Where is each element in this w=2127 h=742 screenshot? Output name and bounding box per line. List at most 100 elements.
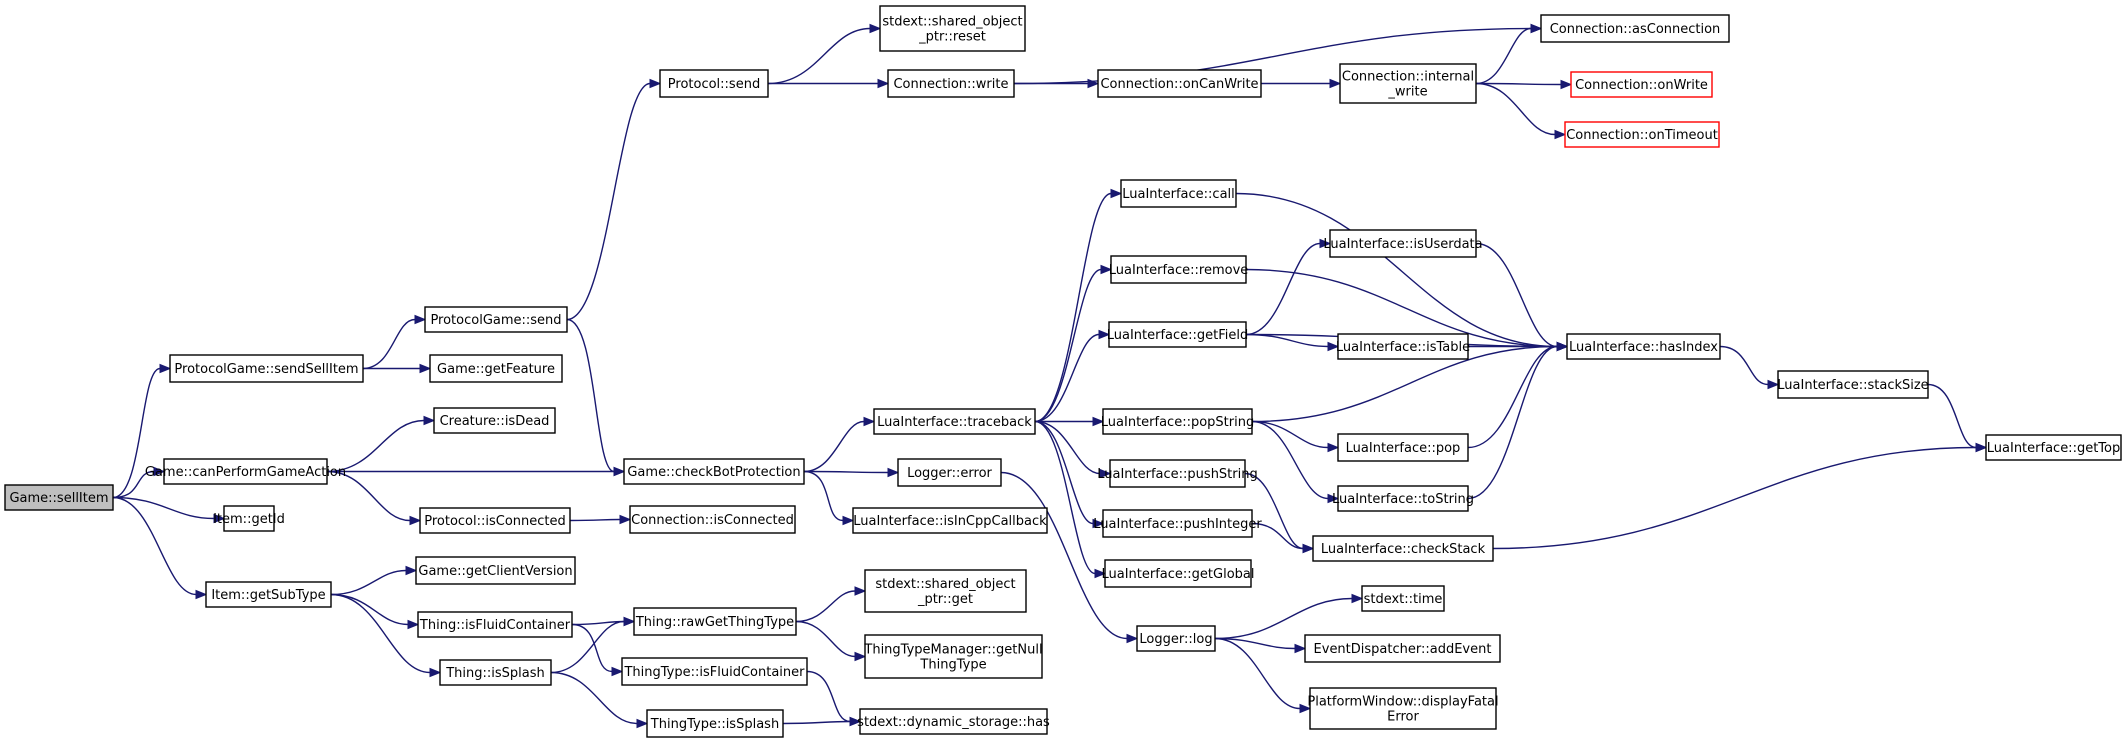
function-node[interactable]: LuaInterface::getTop (1985, 434, 2122, 461)
call-edge (1034, 420, 1107, 579)
node-label: LuaInterface::getTop (1987, 441, 2120, 456)
node-label: stdext::time (1364, 592, 1443, 607)
arrowhead (1560, 79, 1573, 90)
function-node[interactable]: LuaInterface::isUserdata (1323, 229, 1483, 258)
function-node[interactable]: Thing::rawGetThingType (633, 607, 797, 636)
function-node[interactable]: Connection::onTimeout (1564, 121, 1720, 148)
function-node[interactable]: stdext::time (1361, 585, 1445, 612)
function-node[interactable]: LuaInterface::pushString (1097, 459, 1258, 488)
arrowhead (419, 363, 432, 374)
call-edge (1261, 78, 1342, 89)
function-node[interactable]: stdext::shared_object_ptr::get (864, 569, 1027, 613)
call-edge (1475, 242, 1569, 352)
function-node[interactable]: Game::canPerformGameAction (145, 458, 346, 485)
function-node[interactable]: Connection::isConnected (629, 505, 796, 534)
function-node[interactable]: Connection::asConnection (1540, 14, 1730, 43)
node-box (1329, 229, 1477, 258)
function-node[interactable]: stdext::dynamic_storage::has (857, 708, 1050, 735)
call-edge (1251, 420, 1340, 504)
function-node[interactable]: Thing::isSplash (439, 659, 552, 686)
call-edge (566, 78, 662, 321)
edge-line (1214, 637, 1296, 650)
function-node[interactable]: LuaInterface::isTable (1336, 333, 1470, 360)
arrowhead (619, 514, 632, 525)
function-node[interactable]: Thing::isFluidContainer (417, 611, 573, 638)
function-node[interactable]: LuaInterface::remove (1109, 255, 1249, 284)
function-node[interactable]: Connection::onCanWrite (1097, 69, 1262, 98)
function-node[interactable]: Protocol::isConnected (419, 507, 571, 534)
edge-line (1467, 345, 1558, 500)
function-node[interactable]: Protocol::send (659, 69, 769, 98)
function-node[interactable]: ProtocolGame::sendSellItem (169, 354, 364, 383)
edge-line (112, 367, 161, 499)
function-node[interactable]: ProtocolGame::send (424, 306, 568, 333)
function-node[interactable]: LuaInterface::toString (1332, 485, 1474, 512)
node-label: LuaInterface::getField (1107, 328, 1249, 343)
edges (112, 23, 1988, 729)
function-node[interactable]: Game::getFeature (429, 354, 563, 383)
arrowhead (877, 78, 890, 89)
edge-line (803, 470, 889, 474)
arrowhead (405, 565, 418, 576)
function-node[interactable]: Creature::isDead (433, 407, 556, 434)
arrowhead (1767, 379, 1780, 390)
function-node[interactable]: Connection::onWrite (1570, 71, 1713, 98)
function-node[interactable]: Game::sellItem (4, 484, 114, 511)
function-node[interactable]: Game::checkBotProtection (623, 458, 805, 485)
function-node[interactable]: LuaInterface::getField (1107, 321, 1249, 348)
function-node[interactable]: LuaInterface::getGlobal (1102, 559, 1255, 588)
edge-line (330, 593, 431, 674)
node-box (623, 458, 805, 485)
edge-line (330, 593, 409, 626)
arrowhead (423, 415, 436, 426)
call-edge (1492, 442, 1988, 550)
edge-line (550, 620, 625, 674)
function-node[interactable]: EventDispatcher::addEvent (1304, 634, 1501, 663)
function-node[interactable]: LuaInterface::traceback (873, 408, 1036, 435)
function-node[interactable]: LuaInterface::pop (1337, 433, 1469, 462)
edge-line (566, 318, 615, 473)
function-node[interactable]: LuaInterface::stackSize (1777, 370, 1929, 399)
node-box (1110, 255, 1247, 284)
function-node[interactable]: Connection::write (887, 69, 1015, 98)
arrowhead (869, 23, 882, 34)
function-node[interactable]: Item::getSubType (205, 581, 332, 608)
arrowhead (613, 466, 626, 477)
node-label: stdext::shared_object (875, 577, 1015, 592)
call-edge (1034, 188, 1123, 423)
call-edge (330, 565, 418, 596)
call-edge (1000, 471, 1139, 644)
call-edge (566, 318, 626, 477)
function-node[interactable]: Item::getId (213, 505, 285, 532)
function-node[interactable]: LuaInterface::isInCppCallback (852, 507, 1048, 534)
edge-line (1251, 420, 1329, 449)
node-box (1985, 434, 2122, 461)
function-node[interactable]: LuaInterface::checkStack (1312, 535, 1494, 562)
arrowhead (1327, 442, 1340, 453)
function-node[interactable]: Game::getClientVersion (415, 556, 576, 585)
function-node[interactable]: ThingType::isFluidContainer (621, 657, 808, 686)
function-node[interactable]: LuaInterface::call (1120, 179, 1237, 208)
function-node[interactable]: LuaInterface::hasIndex (1566, 333, 1721, 360)
function-node[interactable]: Logger::log (1136, 625, 1216, 652)
call-edge (1475, 79, 1573, 90)
edge-line (1492, 446, 1977, 550)
call-edge (112, 496, 208, 600)
function-node[interactable]: ThingType::isSplash (646, 709, 784, 738)
function-node[interactable]: Logger::error (897, 458, 1002, 487)
function-node[interactable]: LuaInterface::pushInteger (1093, 509, 1262, 538)
edge-line (571, 623, 613, 673)
node-label: LuaInterface::checkStack (1321, 542, 1486, 557)
node-box (1120, 179, 1237, 208)
node-box (859, 708, 1048, 735)
node-label: LuaInterface::hasIndex (1569, 340, 1718, 355)
function-node[interactable]: Connection::internal_write (1339, 63, 1477, 104)
function-node[interactable]: stdext::shared_object_ptr::reset (879, 5, 1026, 52)
function-node[interactable]: LuaInterface::popString (1101, 408, 1254, 435)
call-edge (112, 496, 226, 524)
node-label: ThingTypeManager::getNull (863, 643, 1042, 658)
node-box (621, 657, 808, 686)
edge-line (1245, 268, 1558, 348)
